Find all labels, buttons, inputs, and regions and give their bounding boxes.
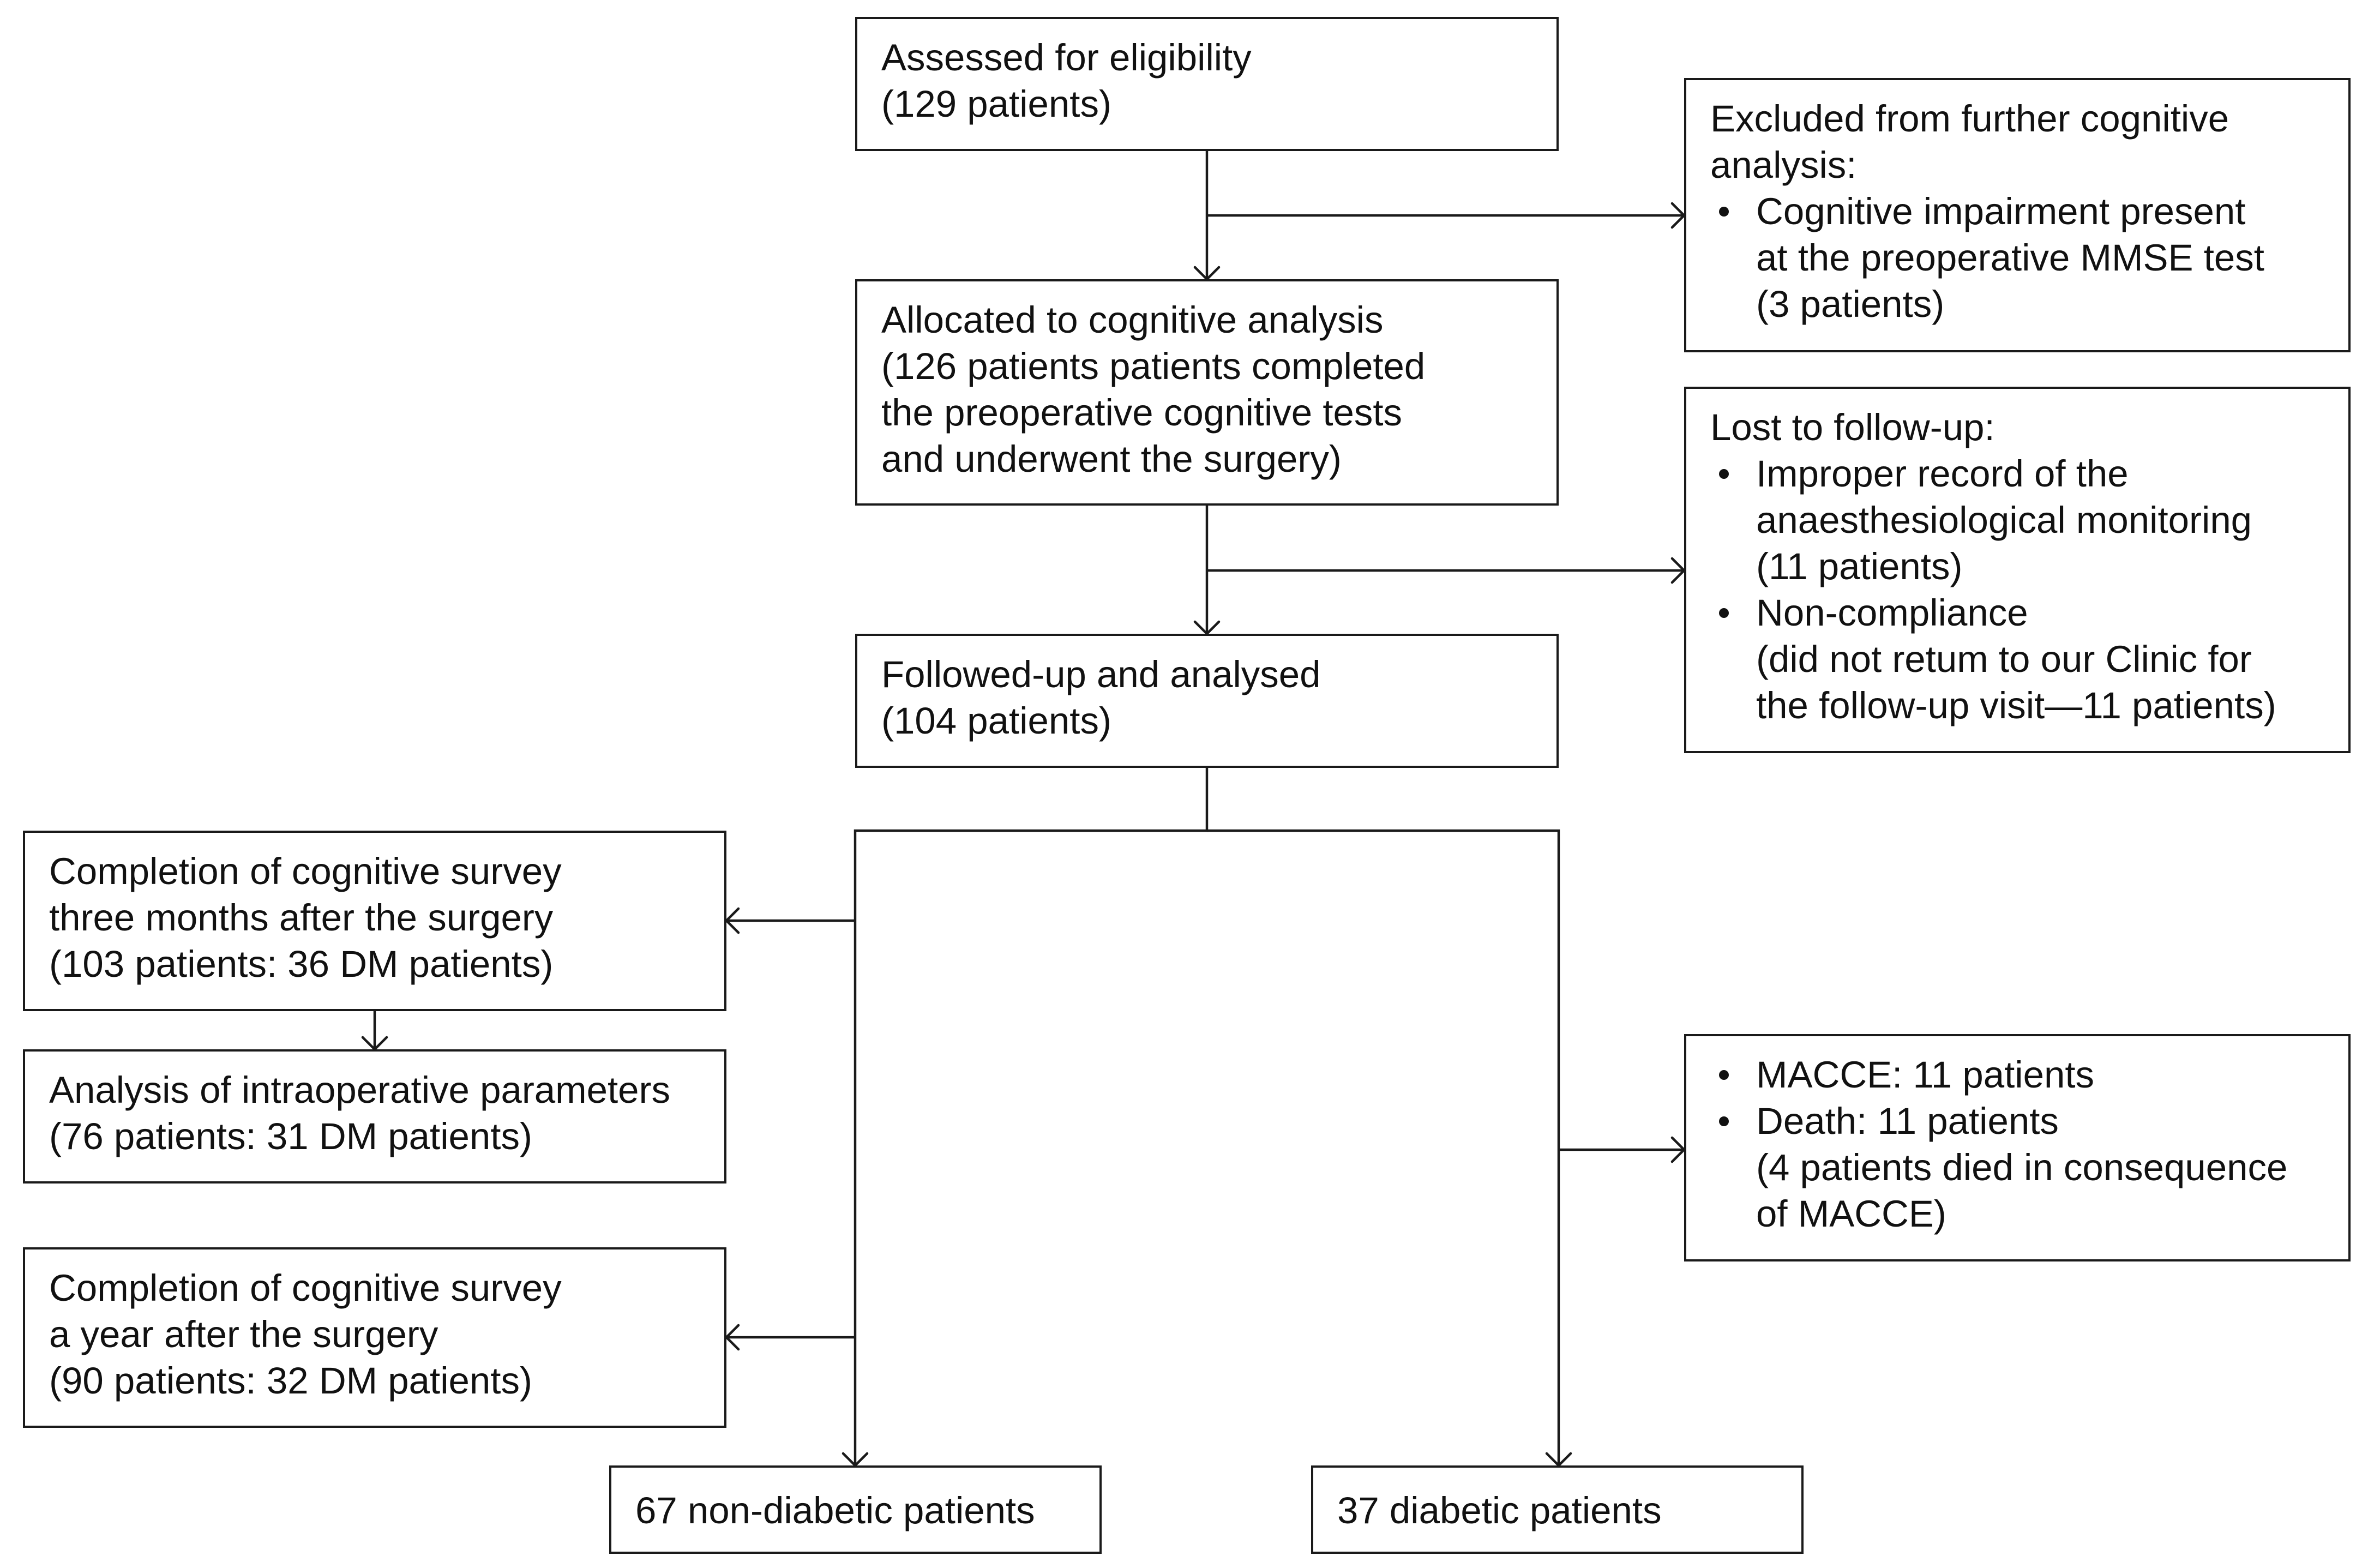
- macce-item-2-line-3: of MACCE): [1756, 1193, 1946, 1235]
- eligibility-line-1: Assessed for eligibility: [881, 37, 1252, 79]
- allocated-line-1: Allocated to cognitive analysis: [881, 299, 1384, 341]
- lost-list-item: Non-compliance (did not retum to our Cli…: [1710, 590, 2324, 729]
- lost-list-item: Improper record of the anaesthesiologica…: [1710, 450, 2324, 590]
- non-diabetic-box: 67 non-diabetic patients: [609, 1465, 1102, 1554]
- survey-three-months-box: Completion of cognitive survey three mon…: [23, 831, 726, 1011]
- connector-followed-to-nondiabetic: [854, 768, 1209, 1465]
- excluded-heading-line-2: analysis:: [1710, 144, 1857, 186]
- followed-line-2: (104 patients): [881, 700, 1111, 742]
- lost-item-2-line-2: (did not retum to our Clinic for: [1756, 638, 2252, 680]
- macce-item-2-line-1: Death: 11 patients: [1756, 1100, 2059, 1142]
- survey3m-line-2: three months after the surgery: [49, 897, 554, 939]
- excluded-heading-line-1: Excluded from further cognitive: [1710, 98, 2229, 140]
- excluded-item-line-3: (3 patients): [1756, 283, 1945, 325]
- survey3m-line-3: (103 patients: 36 DM patients): [49, 943, 554, 985]
- intraoperative-parameters-box: Analysis of intraoperative parameters (7…: [23, 1049, 726, 1183]
- macce-item-2-line-2: (4 patients died in consequence: [1756, 1146, 2288, 1188]
- lost-item-1-line-3: (11 patients): [1756, 545, 1963, 587]
- survey1y-line-2: a year after the surgery: [49, 1313, 438, 1355]
- arrowhead-survey1y-icon: [725, 1324, 740, 1351]
- survey1y-line-3: (90 patients: 32 DM patients): [49, 1360, 532, 1402]
- allocated-box: Allocated to cognitive analysis (126 pat…: [855, 279, 1559, 506]
- eligibility-line-2: (129 patients): [881, 83, 1111, 125]
- excluded-box: Excluded from further cognitive analysis…: [1684, 78, 2351, 352]
- followed-up-box: Followed-up and analysed (104 patients): [855, 634, 1559, 768]
- excluded-list-item: Cognitive impairment present at the preo…: [1710, 188, 2324, 327]
- macce-list-item: Death: 11 patients (4 patients died in c…: [1710, 1098, 2324, 1237]
- macce-list-item: MACCE: 11 patients: [1710, 1052, 2324, 1098]
- excluded-item-line-2: at the preoperative MMSE test: [1756, 237, 2264, 279]
- connector-followed-to-diabetic: [1207, 829, 1560, 1465]
- survey3m-line-1: Completion of cognitive survey: [49, 850, 562, 892]
- macce-box: MACCE: 11 patients Death: 11 patients (4…: [1684, 1034, 2351, 1261]
- survey1y-line-1: Completion of cognitive survey: [49, 1267, 562, 1309]
- lost-item-2-line-3: the follow-up visit—11 patients): [1756, 684, 2276, 726]
- diabetic-box: 37 diabetic patients: [1311, 1465, 1804, 1554]
- nondiabetic-line-1: 67 non-diabetic patients: [635, 1489, 1035, 1531]
- excluded-item-line-1: Cognitive impairment present: [1756, 190, 2246, 232]
- arrowhead-survey3m-icon: [725, 907, 740, 934]
- macce-item-1-line-1: MACCE: 11 patients: [1756, 1054, 2094, 1096]
- macce-list: MACCE: 11 patients Death: 11 patients (4…: [1710, 1052, 2324, 1237]
- lost-item-1-line-1: Improper record of the: [1756, 453, 2129, 495]
- lost-to-follow-up-box: Lost to follow-up: Improper record of th…: [1684, 387, 2351, 753]
- lost-item-1-line-2: anaesthesiological monitoring: [1756, 499, 2252, 541]
- allocated-line-4: and underwent the surgery): [881, 438, 1342, 480]
- lost-list: Improper record of the anaesthesiologica…: [1710, 450, 2324, 729]
- intraop-line-2: (76 patients: 31 DM patients): [49, 1115, 532, 1157]
- allocated-line-2: (126 patients patients completed: [881, 345, 1426, 387]
- survey-one-year-box: Completion of cognitive survey a year af…: [23, 1247, 726, 1428]
- allocated-line-3: the preoperative cognitive tests: [881, 392, 1403, 434]
- followed-line-1: Followed-up and analysed: [881, 653, 1321, 695]
- intraop-line-1: Analysis of intraoperative parameters: [49, 1069, 671, 1111]
- lost-heading-line-1: Lost to follow-up:: [1710, 406, 1995, 448]
- diabetic-line-1: 37 diabetic patients: [1337, 1489, 1662, 1531]
- lost-item-2-line-1: Non-compliance: [1756, 592, 2028, 634]
- excluded-list: Cognitive impairment present at the preo…: [1710, 188, 2324, 327]
- eligibility-box: Assessed for eligibility (129 patients): [855, 17, 1559, 151]
